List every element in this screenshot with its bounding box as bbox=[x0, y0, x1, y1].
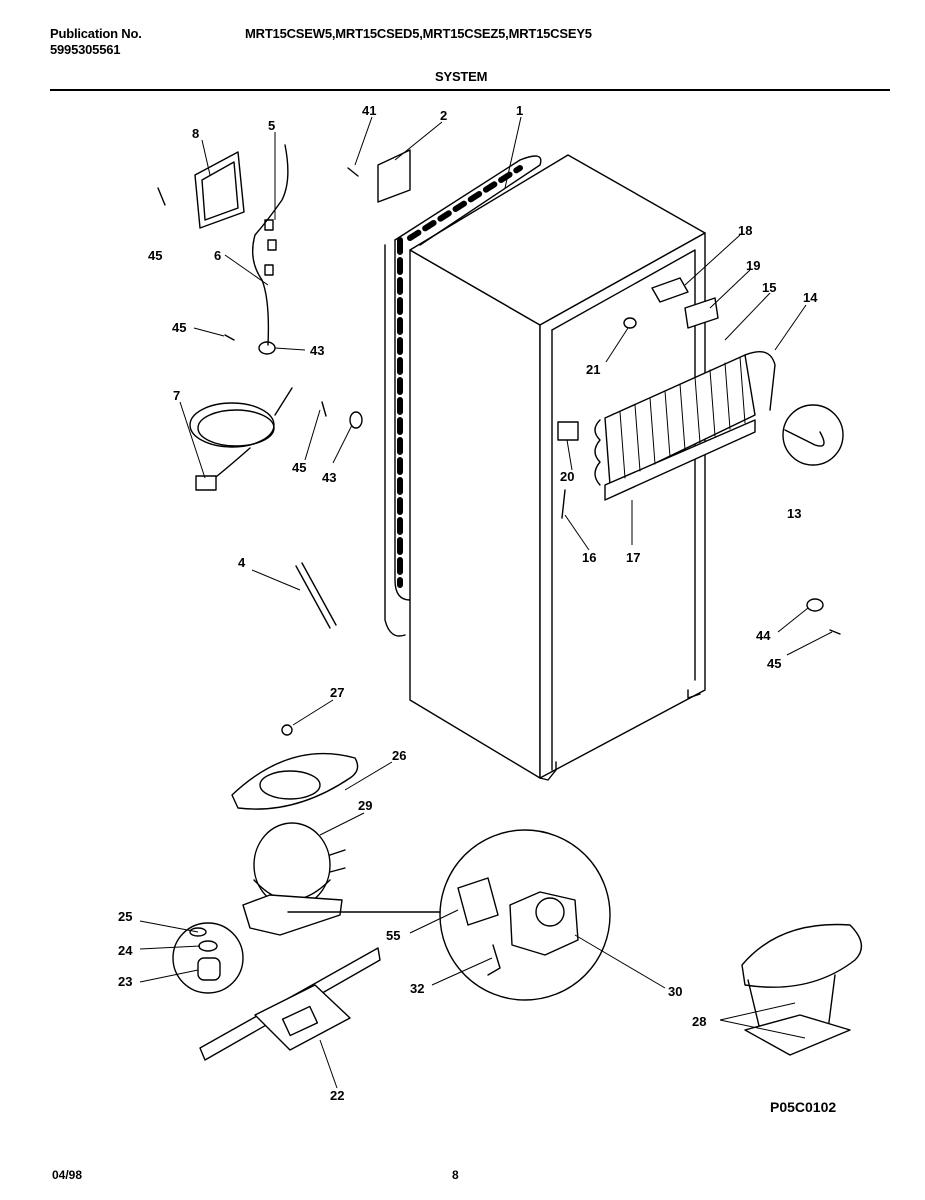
compressor-base-drawing bbox=[199, 947, 381, 1061]
callout-6: 6 bbox=[214, 248, 221, 263]
capillary-tube-drawing bbox=[295, 562, 337, 629]
callout-21: 21 bbox=[586, 362, 600, 377]
callout-16: 16 bbox=[582, 550, 596, 565]
callout-45-a: 45 bbox=[148, 248, 162, 263]
grommet-detail-drawing bbox=[172, 922, 244, 994]
power-cord-drawing bbox=[189, 387, 293, 491]
compressor-drawing bbox=[242, 822, 346, 936]
clamp-43-drawing bbox=[258, 341, 276, 355]
callout-26: 26 bbox=[392, 748, 406, 763]
page-number: 8 bbox=[452, 1168, 459, 1182]
callout-4: 4 bbox=[238, 555, 246, 570]
callout-5: 5 bbox=[268, 118, 275, 133]
cover-8-drawing bbox=[194, 151, 245, 229]
callout-45-d: 45 bbox=[767, 656, 781, 671]
detail-13-circle bbox=[782, 404, 844, 466]
callout-43-a: 43 bbox=[310, 343, 324, 358]
callout-17: 17 bbox=[626, 550, 640, 565]
cabinet-drawing bbox=[409, 154, 706, 781]
diagram-code: P05C0102 bbox=[770, 1099, 837, 1115]
callout-25: 25 bbox=[118, 909, 132, 924]
evaporator-drawing bbox=[594, 351, 776, 501]
callout-7: 7 bbox=[173, 388, 180, 403]
callout-15: 15 bbox=[762, 280, 776, 295]
publication-number: 5995305561 bbox=[50, 42, 121, 57]
compressor-28-drawing bbox=[741, 923, 863, 1056]
section-title: SYSTEM bbox=[435, 69, 488, 84]
callout-28: 28 bbox=[692, 1014, 706, 1029]
callout-41: 41 bbox=[362, 103, 376, 118]
callout-2: 2 bbox=[440, 108, 447, 123]
callout-45-c: 45 bbox=[292, 460, 306, 475]
callout-8: 8 bbox=[192, 126, 199, 141]
callout-45-b: 45 bbox=[172, 320, 186, 335]
callout-20: 20 bbox=[560, 469, 574, 484]
callout-44: 44 bbox=[756, 628, 771, 643]
callout-13: 13 bbox=[787, 506, 801, 521]
callout-19: 19 bbox=[746, 258, 760, 273]
drain-pan-drawing bbox=[231, 752, 359, 810]
callout-24: 24 bbox=[118, 943, 133, 958]
callout-32: 32 bbox=[410, 981, 424, 996]
callout-23: 23 bbox=[118, 974, 132, 989]
callout-1: 1 bbox=[516, 103, 523, 118]
screw-41-drawing bbox=[347, 167, 359, 177]
wiring-harness-drawing bbox=[252, 144, 289, 346]
callout-18: 18 bbox=[738, 223, 752, 238]
publication-label: Publication No. bbox=[50, 26, 142, 41]
callout-55: 55 bbox=[386, 928, 400, 943]
bracket-drawing bbox=[377, 149, 411, 203]
leader-lines bbox=[139, 116, 833, 1089]
callout-30: 30 bbox=[668, 984, 682, 999]
header-rule bbox=[50, 89, 890, 91]
callout-labels: 1 2 41 5 8 45 6 45 43 7 45 43 18 19 15 1… bbox=[118, 103, 818, 1103]
condenser-coil-drawing bbox=[384, 155, 542, 637]
callout-14: 14 bbox=[803, 290, 818, 305]
callout-43-b: 43 bbox=[322, 470, 336, 485]
footer-date: 04/98 bbox=[52, 1168, 83, 1182]
callout-27: 27 bbox=[330, 685, 344, 700]
callout-29: 29 bbox=[358, 798, 372, 813]
callout-22: 22 bbox=[330, 1088, 344, 1103]
relay-detail-drawing bbox=[287, 829, 611, 1001]
model-list: MRT15CSEW5,MRT15CSED5,MRT15CSEZ5,MRT15CS… bbox=[245, 26, 592, 41]
